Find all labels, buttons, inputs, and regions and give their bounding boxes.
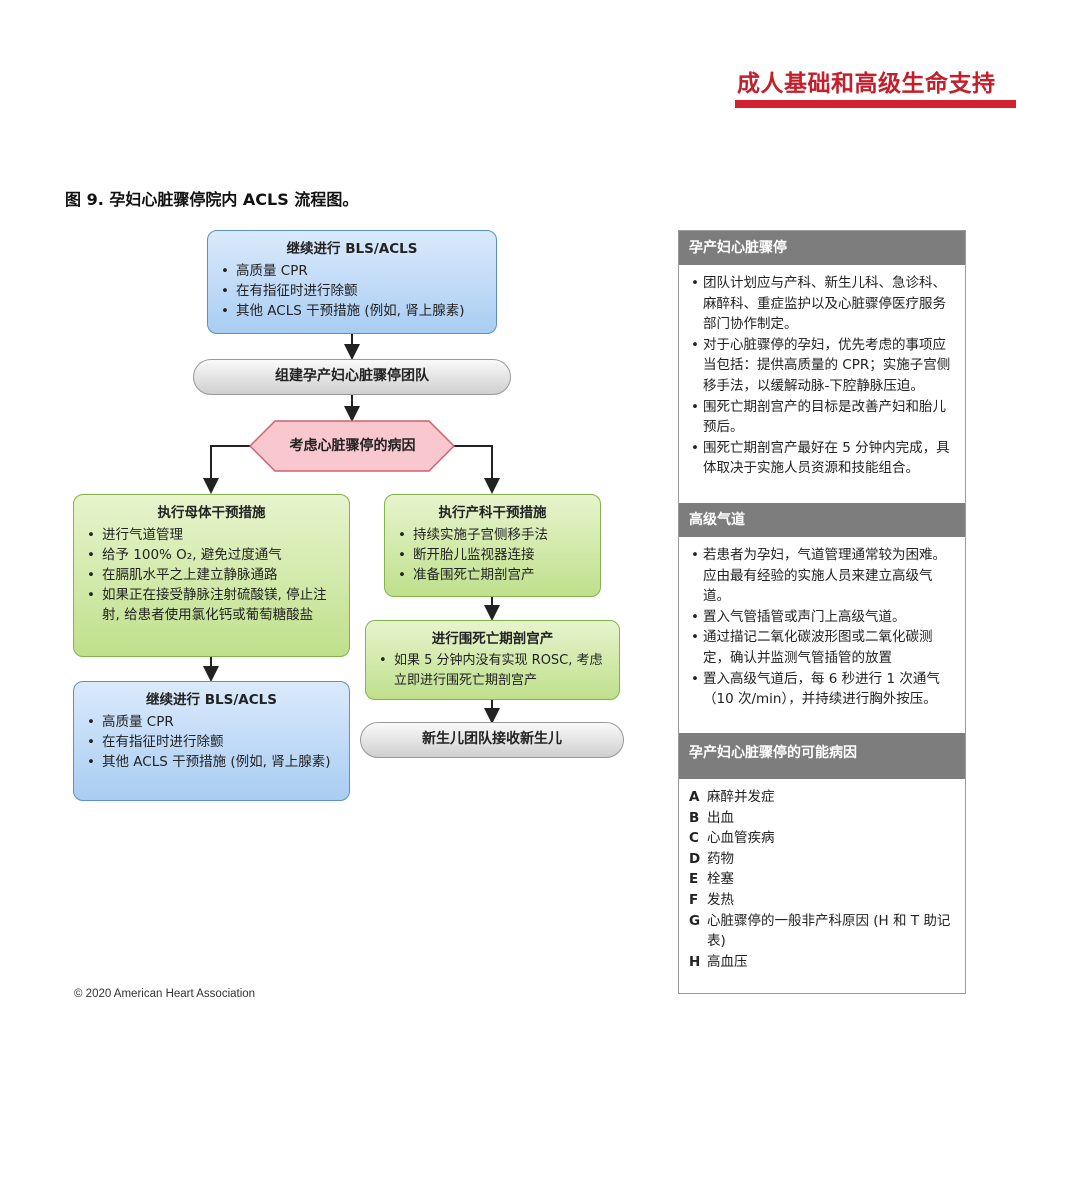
- page-header-title: 成人基础和高级生命支持: [737, 71, 996, 97]
- header-accent-bar: [735, 100, 1016, 108]
- list-item: 给予 100% O₂, 避免过度通气: [87, 545, 337, 565]
- info-panel: 孕产妇心脏骤停 团队计划应与产科、新生儿科、急诊科、麻醉科、重症监护以及心脏骤停…: [678, 230, 966, 994]
- panel-list: 团队计划应与产科、新生儿科、急诊科、麻醉科、重症监护以及心脏骤停医疗服务部门协作…: [689, 273, 955, 479]
- decision-diamond: [248, 420, 456, 472]
- list-item: 若患者为孕妇，气道管理通常较为困难。应由最有经验的实施人员来建立高级气道。: [691, 545, 955, 607]
- list-item: 其他 ACLS 干预措施 (例如, 肾上腺素): [221, 301, 484, 321]
- cause-letter: D: [689, 850, 701, 867]
- box-list: 高质量 CPR 在有指征时进行除颤 其他 ACLS 干预措施 (例如, 肾上腺素…: [86, 712, 337, 772]
- arrow-decision-to-obstetric: [454, 445, 500, 494]
- bottom-bls-acls-box: 继续进行 BLS/ACLS 高质量 CPR 在有指征时进行除颤 其他 ACLS …: [73, 681, 350, 801]
- panel-section-maternal-arrest: 团队计划应与产科、新生儿科、急诊科、麻醉科、重症监护以及心脏骤停医疗服务部门协作…: [679, 265, 965, 503]
- arrow-decision-to-maternal: [203, 445, 250, 494]
- box-title: 执行产科干预措施: [438, 505, 547, 521]
- cesarean-box: 进行围死亡期剖宫产 如果 5 分钟内没有实现 ROSC, 考虑立即进行围死亡期剖…: [365, 620, 620, 700]
- cause-letter: B: [689, 809, 700, 826]
- box-title: 执行母体干预措施: [157, 505, 266, 521]
- cause-text: 出血: [707, 809, 734, 826]
- decision-label: 考虑心脏骤停的病因: [289, 438, 416, 454]
- panel-heading-maternal-arrest: 孕产妇心脏骤停: [679, 231, 965, 265]
- cause-text: 麻醉并发症: [707, 789, 775, 805]
- cause-text: 栓塞: [707, 871, 734, 888]
- list-item: 置入高级气道后，每 6 秒进行 1 次通气（10 次/min），并持续进行胸外按…: [691, 669, 955, 710]
- list-item: 如果正在接受静脉注射硫酸镁, 停止注射, 给患者使用氯化钙或葡萄糖酸盐: [87, 585, 337, 625]
- list-item: 断开胎儿监视器连接: [398, 545, 588, 565]
- box-list: 高质量 CPR 在有指征时进行除颤 其他 ACLS 干预措施 (例如, 肾上腺素…: [220, 261, 484, 321]
- cause-item: C 心血管疾病: [689, 828, 955, 849]
- neonatal-team-step: 新生儿团队接收新生儿: [360, 722, 624, 758]
- list-item: 在有指征时进行除颤: [87, 732, 337, 752]
- list-item: 通过描记二氧化碳波形图或二氧化碳测定，确认并监测气管插管的放置: [691, 627, 955, 668]
- cause-item: B 出血: [689, 808, 955, 829]
- cause-item: E 栓塞: [689, 869, 955, 890]
- panel-section-possible-causes: A 麻醉并发症 B 出血 C 心血管疾病 D 药物 E 栓塞 F 发热 G 心脏骤停的一般非产…: [679, 779, 965, 978]
- cause-letter: H: [689, 953, 701, 970]
- box-title: 继续进行 BLS/ACLS: [146, 692, 277, 708]
- list-item: 置入气管插管或声门上高级气道。: [691, 607, 955, 628]
- list-item: 在膈肌水平之上建立静脉通路: [87, 565, 337, 585]
- cause-item: F 发热: [689, 890, 955, 911]
- list-item: 其他 ACLS 干预措施 (例如, 肾上腺素): [87, 752, 337, 772]
- list-item: 围死亡期剖宫产最好在 5 分钟内完成，具体取决于实施人员资源和技能组合。: [691, 438, 955, 479]
- figure-title: 图 9. 孕妇心脏骤停院内 ACLS 流程图。: [65, 190, 359, 209]
- box-list: 持续实施子宫侧移手法 断开胎儿监视器连接 准备围死亡期剖宫产: [397, 525, 588, 585]
- panel-section-advanced-airway: 若患者为孕妇，气道管理通常较为困难。应由最有经验的实施人员来建立高级气道。 置入…: [679, 537, 965, 733]
- obstetric-interventions-box: 执行产科干预措施 持续实施子宫侧移手法 断开胎儿监视器连接 准备围死亡期剖宫产: [384, 494, 601, 597]
- top-bls-acls-box: 继续进行 BLS/ACLS 高质量 CPR 在有指征时进行除颤 其他 ACLS …: [207, 230, 497, 334]
- cause-text: 心血管疾病: [707, 830, 775, 847]
- cause-item: D 药物: [689, 849, 955, 870]
- box-list: 进行气道管理 给予 100% O₂, 避免过度通气 在膈肌水平之上建立静脉通路 …: [86, 525, 337, 625]
- panel-heading-possible-causes: 孕产妇心脏骤停的可能病因: [679, 733, 965, 779]
- cause-text: 发热: [707, 891, 734, 908]
- list-item: 高质量 CPR: [87, 712, 337, 732]
- panel-list: 若患者为孕妇，气道管理通常较为困难。应由最有经验的实施人员来建立高级气道。 置入…: [689, 545, 955, 710]
- box-list: 如果 5 分钟内没有实现 ROSC, 考虑立即进行围死亡期剖宫产: [378, 651, 607, 691]
- panel-heading-advanced-airway: 高级气道: [679, 503, 965, 537]
- cause-letter: C: [689, 830, 699, 847]
- cause-text: 心脏骤停的一般非产科原因 (H 和 T 助记表): [707, 912, 951, 950]
- box-title: 继续进行 BLS/ACLS: [286, 241, 418, 257]
- list-item: 持续实施子宫侧移手法: [398, 525, 588, 545]
- copyright-notice: © 2020 American Heart Association: [74, 988, 256, 1000]
- cause-letter: E: [689, 871, 699, 888]
- list-item: 高质量 CPR: [221, 261, 484, 281]
- list-item: 进行气道管理: [87, 525, 337, 545]
- list-item: 团队计划应与产科、新生儿科、急诊科、麻醉科、重症监护以及心脏骤停医疗服务部门协作…: [691, 273, 955, 335]
- cause-letter: F: [689, 891, 699, 908]
- cause-item: G 心脏骤停的一般非产科原因 (H 和 T 助记表): [689, 911, 955, 952]
- cause-letter: G: [689, 912, 701, 929]
- cause-text: 药物: [707, 850, 734, 867]
- assemble-team-step: 组建孕产妇心脏骤停团队: [193, 359, 511, 395]
- maternal-interventions-box: 执行母体干预措施 进行气道管理 给予 100% O₂, 避免过度通气 在膈肌水平…: [73, 494, 350, 657]
- list-item: 准备围死亡期剖宫产: [398, 565, 588, 585]
- cause-letter: A: [689, 789, 700, 805]
- list-item: 对于心脏骤停的孕妇，优先考虑的事项应当包括：提供高质量的 CPR；实施子宫侧移手…: [691, 335, 955, 397]
- cause-item: A 麻醉并发症: [689, 787, 955, 808]
- cause-text: 高血压: [707, 953, 748, 970]
- box-title: 进行围死亡期剖宫产: [431, 631, 554, 647]
- list-item: 围死亡期剖宫产的目标是改善产妇和胎儿预后。: [691, 397, 955, 438]
- list-item: 在有指征时进行除颤: [221, 281, 484, 301]
- cause-item: H 高血压: [689, 952, 955, 973]
- list-item: 如果 5 分钟内没有实现 ROSC, 考虑立即进行围死亡期剖宫产: [379, 651, 607, 691]
